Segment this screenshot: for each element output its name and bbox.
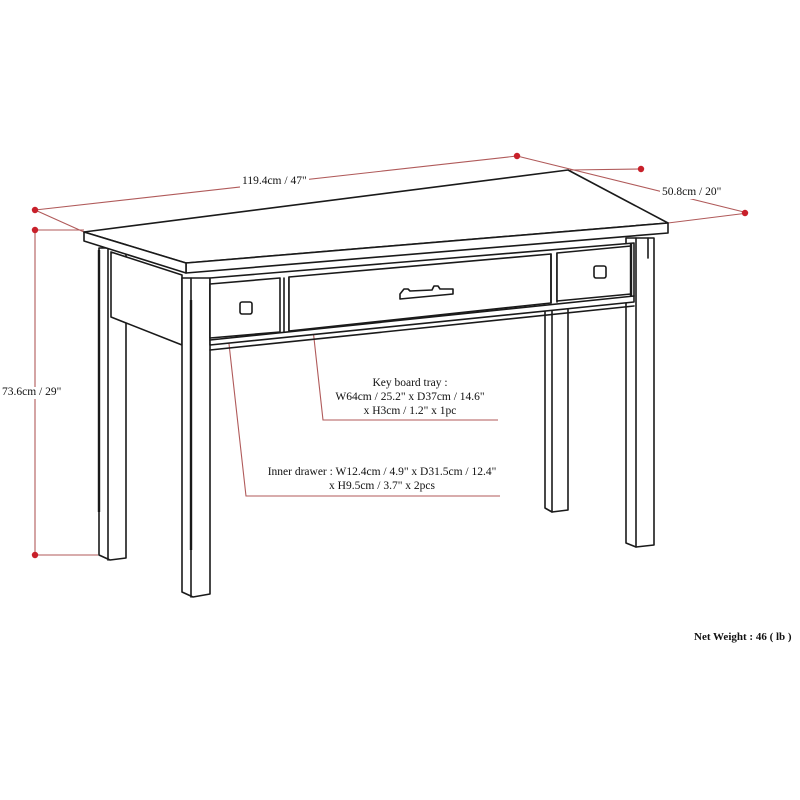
net-weight-label: Net Weight : 46 ( lb ) (692, 631, 794, 643)
inner-drawer-height: x H9.5cm / 3.7" x 2pcs (329, 480, 435, 492)
right-drawer (556, 244, 633, 302)
depth-dimension-label: 50.8cm / 20" (660, 186, 724, 199)
back-left-leg (97, 247, 127, 561)
keyboard-tray-height: x H3cm / 1.2" x 1pc (363, 405, 457, 417)
tabletop (83, 169, 669, 274)
left-drawer-knob (239, 301, 253, 315)
front-right-leg (625, 237, 655, 548)
desk (83, 169, 669, 598)
right-drawer-knob (593, 265, 607, 279)
front-left-leg (181, 277, 211, 598)
keyboard-tray-callout: Key board tray : W64cm / 25.2" x D37cm /… (320, 376, 500, 418)
back-right-leg (544, 301, 569, 513)
inner-drawer-callout: Inner drawer : W12.4cm / 4.9" x D31.5cm … (262, 465, 502, 493)
keyboard-tray-dims: W64cm / 25.2" x D37cm / 14.6" (335, 391, 485, 403)
left-drawer (209, 277, 281, 339)
keyboard-tray-handle (399, 285, 454, 300)
inner-drawer-dims: Inner drawer : W12.4cm / 4.9" x D31.5cm … (267, 466, 497, 478)
keyboard-tray-title: Key board tray : (372, 377, 448, 389)
height-dimension-label: 73.6cm / 29" (0, 386, 64, 399)
width-dimension-label: 119.4cm / 47" (240, 175, 309, 188)
